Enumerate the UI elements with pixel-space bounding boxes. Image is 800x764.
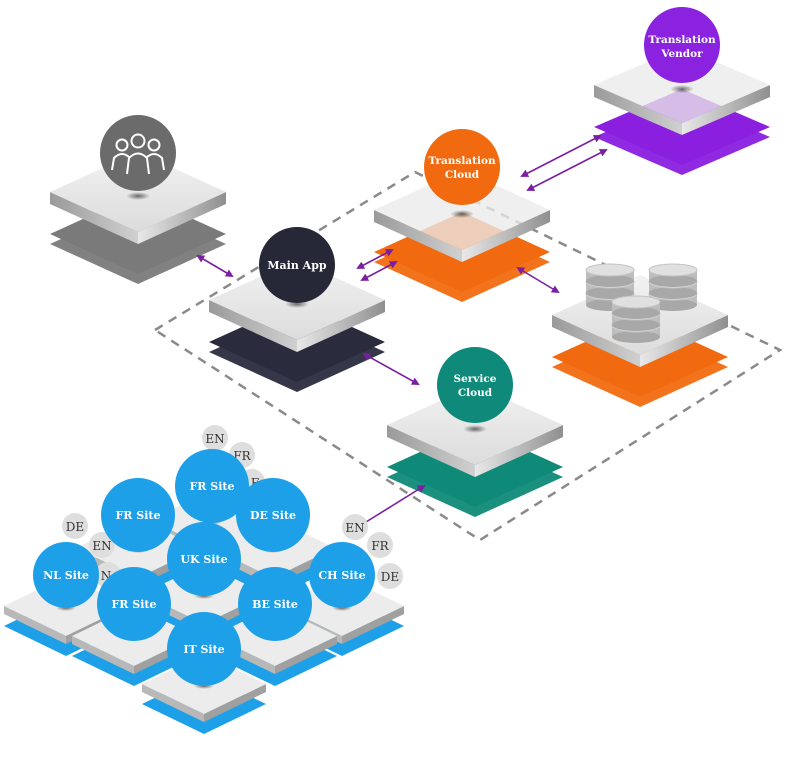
site-it: IT Site — [167, 612, 241, 686]
connection-arrows — [196, 135, 608, 523]
users-group-icon — [111, 133, 165, 175]
site-fr-left: FR Site — [101, 478, 175, 552]
service-cloud-plate — [387, 385, 563, 517]
svg-text:DE Site: DE Site — [250, 509, 296, 522]
site-ch: CH Site — [309, 542, 375, 608]
translation-cloud-label-line2: Cloud — [445, 169, 480, 181]
site-be: BE Site — [238, 567, 312, 641]
svg-text:DE: DE — [381, 570, 399, 584]
svg-text:IT Site: IT Site — [183, 643, 224, 656]
svg-text:N: N — [101, 569, 112, 583]
translation-vendor-label-line2: Vendor — [660, 48, 703, 60]
service-cloud-label-line1: Service — [454, 373, 497, 385]
database-stack-icon — [585, 263, 698, 343]
svg-text:FR Site: FR Site — [190, 480, 235, 493]
translation-vendor-plate — [594, 47, 770, 175]
lang-bubble-top-en: EN — [202, 425, 228, 451]
service-cloud-circle — [437, 347, 513, 423]
svg-text:FR Site: FR Site — [112, 598, 157, 611]
arrow-mainapp-service — [362, 353, 420, 385]
svg-text:EN: EN — [345, 521, 364, 535]
lang-bubble-right-fr: FR — [367, 532, 393, 558]
site-uk: UK Site — [167, 522, 241, 596]
translation-cloud-plate — [374, 170, 550, 302]
svg-text:CH Site: CH Site — [318, 569, 365, 582]
translation-vendor-circle — [644, 7, 720, 83]
site-fr-top: FR Site — [175, 449, 249, 523]
svg-text:FR: FR — [233, 449, 251, 463]
svg-text:DE: DE — [66, 520, 84, 534]
site-fr-mid: FR Site — [97, 567, 171, 641]
svg-text:UK Site: UK Site — [180, 553, 227, 566]
translation-vendor-label-line1: Translation — [648, 34, 716, 46]
arrow-mainapp-translation-2 — [360, 261, 398, 281]
arrow-translation-database — [516, 266, 560, 294]
svg-text:NL Site: NL Site — [43, 569, 89, 582]
arrow-translation-vendor-2 — [526, 149, 608, 191]
translation-cloud-circle — [424, 129, 500, 205]
svg-text:EN: EN — [205, 432, 224, 446]
arrow-translation-vendor-1 — [520, 135, 602, 177]
users-node — [100, 115, 176, 191]
svg-text:FR: FR — [371, 539, 389, 553]
site-de: DE Site — [236, 478, 310, 552]
lang-bubble-left-en: EN — [89, 532, 115, 558]
site-circles: FR Site FR Site DE Site UK Site NL Site … — [33, 449, 375, 686]
cloud-boundary-dashed — [152, 170, 783, 542]
svg-text:BE Site: BE Site — [252, 598, 298, 611]
users-plate — [50, 152, 226, 284]
service-cloud-label-line2: Cloud — [458, 387, 493, 399]
lang-bubble-right-de: DE — [377, 563, 403, 589]
lang-bubble-right-en: EN — [342, 514, 368, 540]
service-cloud-node: Service Cloud — [437, 347, 513, 423]
svg-text:EN: EN — [92, 539, 111, 553]
main-app-plate — [209, 260, 385, 392]
svg-text:FR Site: FR Site — [116, 509, 161, 522]
main-app-label: Main App — [267, 259, 327, 272]
main-app-circle — [259, 227, 335, 303]
translation-cloud-label-line1: Translation — [428, 155, 496, 167]
translation-cloud-node: Translation Cloud — [424, 129, 500, 205]
translation-vendor-node: Translation Vendor — [644, 7, 720, 83]
arrow-users-mainapp — [196, 254, 234, 278]
main-app-node: Main App — [259, 227, 335, 303]
lang-bubble-left-de: DE — [62, 513, 88, 539]
arrow-sites-service — [365, 484, 426, 523]
site-nl: NL Site — [33, 542, 99, 608]
